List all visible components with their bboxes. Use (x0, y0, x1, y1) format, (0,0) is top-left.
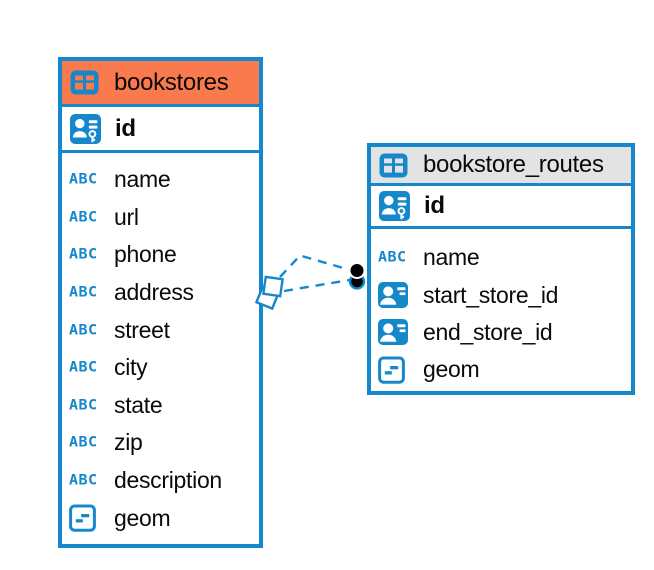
table-title: bookstores (114, 68, 229, 96)
table-row[interactable]: ABC name (371, 239, 631, 276)
reference-type-icon (378, 319, 408, 346)
table-title: bookstore_routes (423, 151, 604, 178)
primary-key-label: id (424, 192, 445, 219)
entity-table-bookstores[interactable]: bookstores id ABC name ABC (58, 57, 263, 548)
text-type-icon: ABC (69, 171, 98, 188)
field-label: phone (114, 241, 177, 268)
table-header-bookstore-routes[interactable]: bookstore_routes (371, 147, 631, 186)
geometry-type-icon (69, 504, 96, 532)
text-type-icon: ABC (69, 321, 98, 338)
text-type-icon: ABC (69, 283, 98, 301)
text-type-icon: ABC (69, 359, 98, 376)
text-type-icon: ABC (69, 246, 98, 263)
table-row[interactable]: ABC url (62, 199, 259, 237)
table-header-bookstores[interactable]: bookstores (62, 61, 259, 107)
entity-table-bookstore-routes[interactable]: bookstore_routes id ABC name (367, 143, 635, 395)
text-type-icon: ABC (69, 434, 98, 451)
field-label: name (114, 166, 171, 193)
field-label: zip (114, 429, 143, 456)
table-row[interactable]: ABC description (62, 462, 259, 500)
field-label: name (423, 244, 480, 271)
text-type-icon: ABC (69, 396, 98, 414)
text-type-icon: ABC (378, 248, 407, 266)
geometry-type-icon (378, 356, 405, 384)
table-row[interactable]: ABC city (62, 349, 259, 387)
field-label: address (114, 279, 194, 306)
primary-key-icon (70, 113, 104, 144)
table-row[interactable]: end_store_id (371, 314, 631, 351)
text-type-icon: ABC (69, 471, 98, 489)
table-icon (379, 153, 413, 178)
table-row[interactable]: ABC address (62, 274, 259, 312)
table-icon (70, 70, 104, 95)
relationship-line (283, 278, 350, 293)
primary-key-label: id (115, 114, 136, 142)
field-list: ABC name ABC url ABC phone ABC address (62, 153, 259, 543)
field-label: geom (423, 356, 480, 383)
table-row[interactable]: ABC zip (62, 424, 259, 462)
one-end-marker (348, 262, 366, 279)
field-label: geom (114, 504, 171, 531)
field-label: start_store_id (423, 281, 559, 308)
table-row[interactable]: ABC street (62, 311, 259, 349)
relationship-line (279, 254, 351, 278)
field-label: state (114, 391, 163, 418)
reference-type-icon (378, 282, 408, 309)
field-label: street (114, 316, 170, 343)
field-label: end_store_id (423, 318, 553, 345)
field-label: description (114, 467, 222, 494)
field-label: url (114, 203, 139, 230)
primary-key-icon (379, 191, 413, 221)
table-row[interactable]: geom (62, 499, 259, 537)
table-row[interactable]: ABC phone (62, 236, 259, 274)
table-row[interactable]: start_store_id (371, 276, 631, 313)
table-row[interactable]: ABC name (62, 161, 259, 199)
primary-key-row[interactable]: id (62, 107, 259, 153)
many-end-marker (262, 275, 284, 298)
field-label: city (114, 354, 148, 381)
one-end-marker (348, 273, 366, 290)
primary-key-row[interactable]: id (371, 186, 631, 229)
table-row[interactable]: ABC state (62, 387, 259, 425)
text-type-icon: ABC (69, 208, 98, 226)
table-row[interactable]: geom (371, 351, 631, 388)
field-list: ABC name start_store_id (371, 229, 631, 395)
